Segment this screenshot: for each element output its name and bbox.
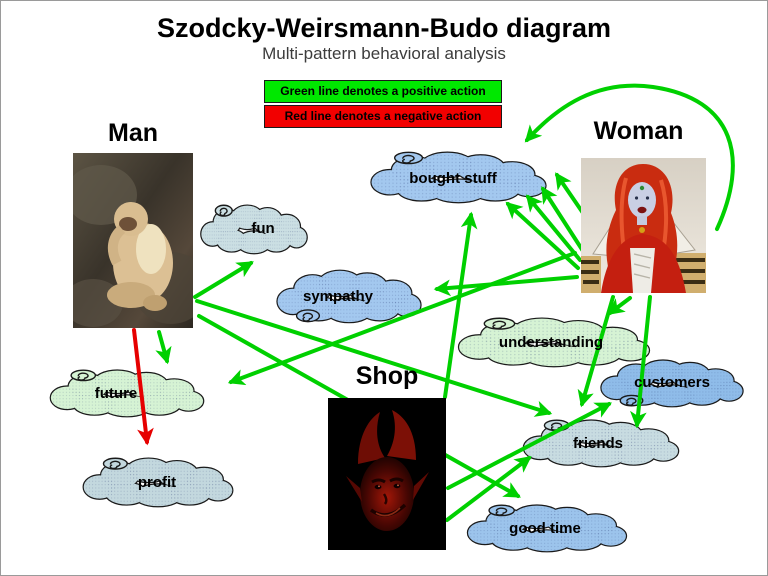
cloud-label-fun: fun xyxy=(251,220,274,237)
cloud-label-sympathy: sympathy xyxy=(303,288,374,305)
woman-photo xyxy=(581,158,706,293)
edge-woman-friends-2 xyxy=(630,295,652,429)
shop-photo xyxy=(328,398,446,550)
man-label: Man xyxy=(108,119,158,147)
edge-woman-bought-stuff-3 xyxy=(525,194,582,262)
cloud-label-future: future xyxy=(95,385,138,402)
edge-woman-understanding xyxy=(607,296,632,316)
legend-positive-action: Green line denotes a positive action xyxy=(264,80,502,103)
cloud-label-friends: friends xyxy=(573,435,623,452)
edge-shop-friends xyxy=(445,455,532,522)
woman-figure xyxy=(592,164,696,293)
page-subtitle: Multi-pattern behavioral analysis xyxy=(262,44,506,63)
edge-man-fun xyxy=(193,261,254,299)
shop-label: Shop xyxy=(355,362,419,390)
cloud-label-understanding: understanding xyxy=(499,334,603,351)
page-title: Szodcky-Weirsmann-Budo diagram xyxy=(156,13,612,43)
edge-shop-customers xyxy=(446,402,612,490)
edge-man-future xyxy=(155,330,172,365)
legend-negative-action: Red line denotes a negative action xyxy=(264,105,502,128)
gibbon-figure xyxy=(107,202,173,311)
edge-woman-bought-stuff-1 xyxy=(555,172,585,215)
edge-woman-future xyxy=(227,251,577,386)
edge-shop-bought-stuff xyxy=(443,211,478,399)
cloud-label-bought-stuff: bought stuff xyxy=(409,170,497,187)
cloud-label-profit: profit xyxy=(138,474,176,491)
legend: Green line denotes a positive action Red… xyxy=(264,80,502,130)
woman-label: Woman xyxy=(593,117,684,145)
cloud-label-good-time: good time xyxy=(509,520,581,537)
edge-woman-bought-stuff-arc xyxy=(524,83,735,231)
edge-woman-friends-1 xyxy=(577,295,615,408)
man-photo xyxy=(73,153,193,328)
devil-figure xyxy=(346,410,429,531)
edge-woman-bought-stuff-2 xyxy=(541,186,585,253)
edge-man-profit xyxy=(132,328,154,446)
edge-man-friends xyxy=(195,299,553,417)
cloud-label-customers: customers xyxy=(634,374,710,391)
